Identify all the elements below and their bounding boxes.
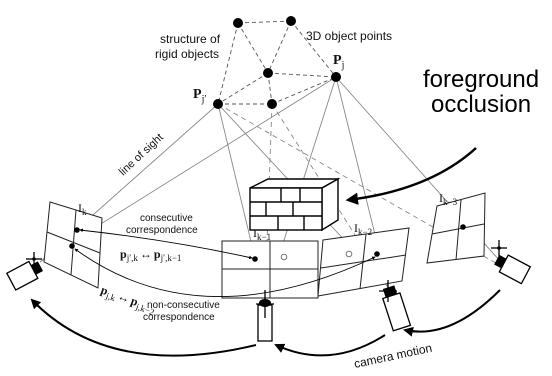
projection-point <box>252 256 258 262</box>
object-points <box>213 16 341 109</box>
projection-point <box>460 224 466 230</box>
frame-ik-2-label: Ik−2 <box>354 221 372 237</box>
camera-k-2-icon <box>379 280 412 332</box>
rigid-objects-label: rigid objects <box>155 47 219 61</box>
pj-label: Pj <box>333 53 344 71</box>
structure-mesh <box>217 20 337 105</box>
projection-point <box>74 227 80 233</box>
object-point-pj-prime <box>213 99 223 109</box>
object-point <box>263 68 273 78</box>
pj-prime-label: Pj′ <box>193 87 207 105</box>
occlusion-label: occlusion <box>431 91 531 118</box>
occlusion-arrow <box>345 147 477 205</box>
consecutive-equation: pj′,k↔pj′,k−1 <box>120 247 181 263</box>
non-consecutive-arrow <box>74 248 376 298</box>
non-consecutive-correspondence-label: correspondence <box>143 312 215 323</box>
frame-ik-label: Ik <box>78 201 87 217</box>
projection-point <box>374 251 380 257</box>
image-plane-ik-1 <box>221 240 319 299</box>
object-point-pj <box>331 72 341 82</box>
camera-motion-arrows <box>30 289 501 357</box>
frame-ik-3-label: Ik−3 <box>439 191 458 207</box>
occluder-cabinet <box>249 177 341 232</box>
object-point <box>267 99 277 109</box>
projection-point <box>69 243 75 249</box>
consecutive-correspondence-label: correspondence <box>126 225 198 236</box>
consecutive-label: consecutive <box>140 213 193 224</box>
frame-ik-1-label: Ik−1 <box>253 226 271 242</box>
non-consecutive-label: non-consecutive <box>147 300 220 311</box>
line-of-sight-label: line of sight <box>117 131 166 178</box>
image-plane-ik-3 <box>426 192 486 264</box>
object-point <box>233 18 243 28</box>
correspondence-arrows <box>74 228 376 298</box>
camera-k-3-icon <box>491 240 532 285</box>
object-points-label: 3D object points <box>306 29 392 43</box>
object-point <box>286 16 296 26</box>
structure-label: structure of <box>160 32 221 46</box>
camera-k-icon <box>5 252 44 291</box>
camera-k-1-icon <box>256 290 274 342</box>
foreground-label: foreground <box>423 66 539 93</box>
